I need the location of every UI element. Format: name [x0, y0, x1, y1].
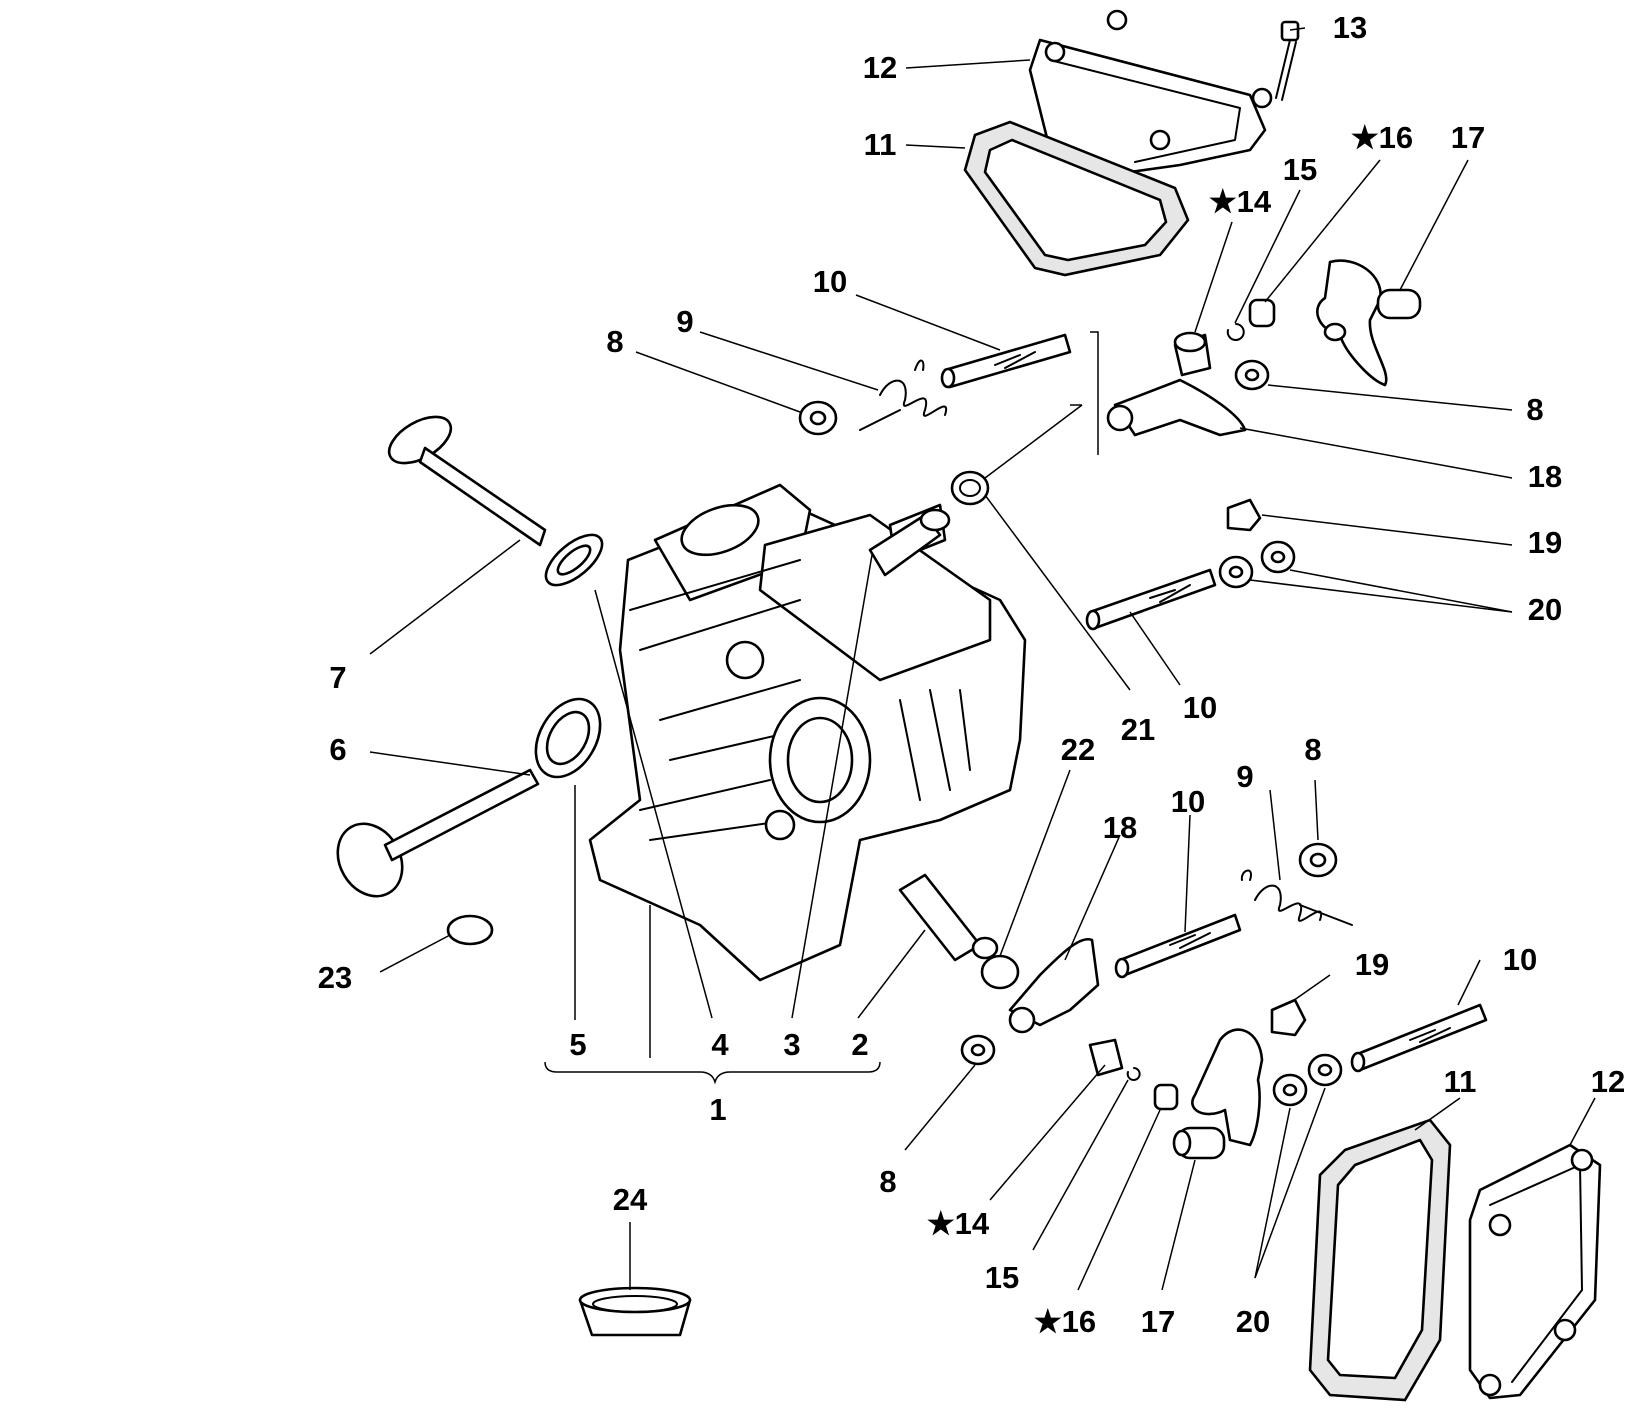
callout-14-top: ★14 [1209, 184, 1272, 219]
valve-guide-upper [868, 508, 951, 577]
callout-6: 6 [329, 732, 346, 767]
callout-16-top: ★16 [1351, 120, 1413, 155]
callout-5: 5 [569, 1027, 586, 1062]
callout-18-upper: 18 [1528, 459, 1562, 494]
callout-12-top: 12 [863, 50, 897, 85]
valve-guide-lower [898, 873, 1020, 990]
callout-15-top: 15 [1283, 152, 1317, 187]
callout-2: 2 [851, 1027, 868, 1062]
callout-1: 1 [709, 1092, 726, 1127]
callout-19-lower: 19 [1355, 947, 1389, 982]
group-bracket [544, 1061, 881, 1085]
callout-8-upper-left: 8 [606, 324, 623, 359]
valve-lower [336, 768, 540, 898]
callout-8-middle: 8 [1304, 732, 1321, 767]
callout-4: 4 [711, 1027, 729, 1062]
plug [446, 914, 494, 946]
valve-upper [387, 415, 547, 547]
callout-10-upper-left: 10 [813, 264, 847, 299]
callout-9-upper: 9 [676, 304, 693, 339]
callout-24: 24 [613, 1182, 648, 1217]
callout-10-middle: 10 [1171, 784, 1205, 819]
callout-13: 13 [1333, 10, 1367, 45]
cylinder-head-body [588, 483, 1027, 982]
callout-10-upper-right: 10 [1183, 690, 1217, 725]
callout-15-lower: 15 [985, 1260, 1019, 1295]
callout-19-upper: 19 [1528, 525, 1562, 560]
callout-11-top: 11 [864, 127, 897, 162]
valve-cap-upper [950, 470, 990, 506]
callout-23: 23 [318, 960, 352, 995]
callout-12-lower: 12 [1591, 1064, 1625, 1099]
callout-22: 22 [1061, 732, 1095, 767]
callout-21: 21 [1121, 712, 1155, 747]
valve-seat-ring-lower [534, 697, 602, 779]
callout-17-top: 17 [1451, 120, 1485, 155]
callout-11-lower: 11 [1444, 1064, 1477, 1099]
callout-17-lower: 17 [1141, 1304, 1175, 1339]
lower-rocker-assembly [960, 937, 1179, 1111]
upper-left-shaft-spring [798, 333, 1072, 436]
callout-10-lower-right: 10 [1503, 942, 1537, 977]
callout-3: 3 [783, 1027, 800, 1062]
cover-screw [1275, 20, 1300, 101]
callout-7: 7 [329, 660, 346, 695]
rocker-cover-lower [1468, 1143, 1602, 1400]
callout-labels: 13 12 11 ★16 17 15 ★14 10 9 8 8 18 19 20… [318, 10, 1625, 1339]
callout-8-upper-right: 8 [1526, 392, 1543, 427]
rocker-gasket-lower [1308, 1118, 1452, 1402]
callout-9-lower: 9 [1236, 759, 1253, 794]
rocker-gasket-top [963, 120, 1190, 277]
leader-lines [369, 27, 1596, 1291]
callout-16-lower: ★16 [1034, 1304, 1096, 1339]
callout-18-lower: 18 [1103, 810, 1137, 845]
rocker-arm-lower [1172, 1028, 1264, 1160]
rocker-cover-top [1028, 9, 1273, 174]
callout-20-lower: 20 [1236, 1304, 1270, 1339]
valve-seat-ring-upper [544, 533, 604, 587]
upper-rocker-assembly [1085, 259, 1422, 631]
callout-8-lower: 8 [879, 1164, 896, 1199]
cup-seal [578, 1286, 692, 1337]
lower-shafts [1114, 842, 1488, 1107]
callout-14-lower: ★14 [927, 1206, 990, 1241]
callout-20-upper: 20 [1528, 592, 1562, 627]
